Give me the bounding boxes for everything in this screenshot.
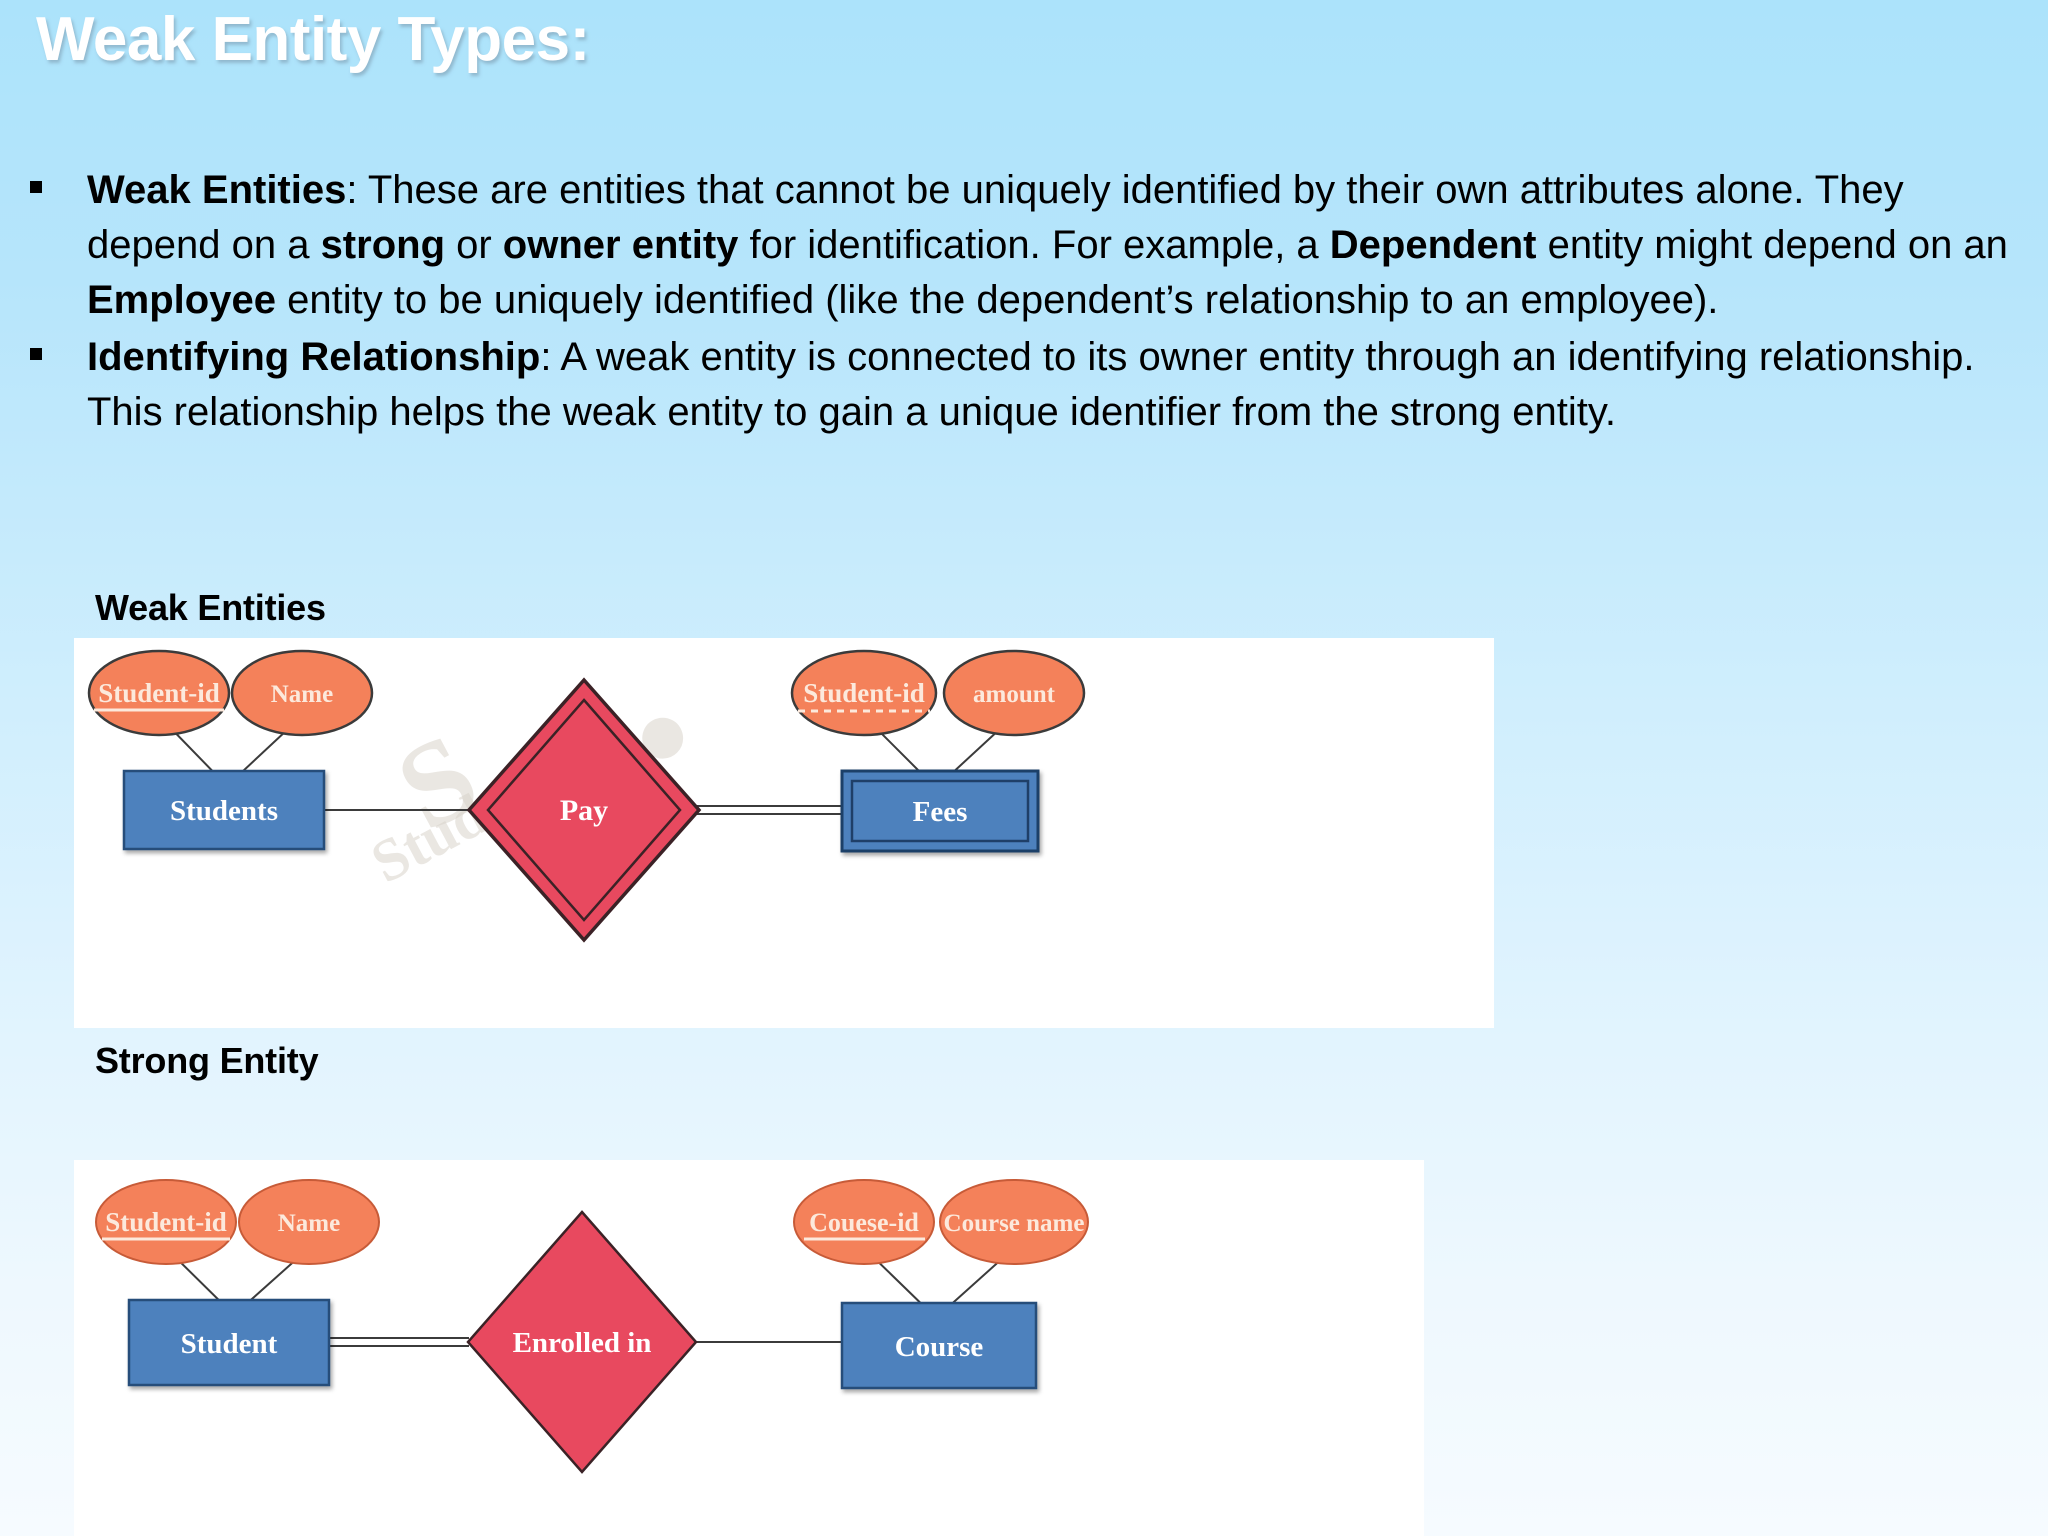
entity-student: Student (127, 1298, 331, 1387)
section-caption-weak-entities: Weak Entities (95, 587, 326, 628)
attribute-student-id: Student-id (95, 1179, 237, 1265)
attribute-label: Student-id (803, 678, 925, 708)
attribute-label: Name (278, 1210, 340, 1237)
attribute-label: Name (271, 681, 333, 708)
bullet-list: Weak Entities: These are entities that c… (0, 163, 2010, 442)
attribute-label: amount (973, 681, 1056, 708)
entity-label: Course (895, 1331, 984, 1363)
entity-course: Course (840, 1301, 1038, 1390)
entity-label: Students (170, 795, 278, 827)
entity-label: Student (181, 1328, 278, 1360)
attribute-label: Student-id (105, 1207, 227, 1237)
relationship-label: Pay (560, 794, 608, 827)
entity-students: Students (122, 769, 326, 851)
attribute-name: Name (238, 1179, 380, 1265)
attribute-student-id: Student-id (87, 649, 231, 737)
attribute-amount: amount (942, 649, 1086, 737)
attribute-label: Student-id (98, 678, 220, 708)
bullet-text: Identifying Relationship: A weak entity … (87, 335, 1975, 434)
strong-diagram-canvas: Student-id Name Couese-id Course name St… (95, 1179, 1089, 1474)
bullet-item-identifying-relationship: Identifying Relationship: A weak entity … (0, 330, 2010, 440)
bullet-item-weak-entities: Weak Entities: These are entities that c… (0, 163, 2010, 328)
attribute-label: Couese-id (809, 1208, 919, 1237)
bullet-text: Weak Entities: These are entities that c… (87, 168, 2008, 322)
relationship-pay: Pay (466, 677, 702, 943)
attribute-student-id-partial: Student-id (790, 649, 938, 737)
page-title: Weak Entity Types: (36, 5, 590, 74)
attribute-couese-id: Couese-id (793, 1179, 935, 1265)
attribute-course-name: Course name (939, 1179, 1089, 1265)
attribute-label: Course name (944, 1210, 1085, 1237)
relationship-label: Enrolled in (513, 1327, 652, 1359)
weak-diagram-canvas: Student-id Name Student-id amount Studen… (87, 649, 1086, 943)
square-bullet-icon (30, 348, 42, 360)
relationship-enrolled-in: Enrolled in (466, 1210, 698, 1474)
entity-label: Fees (913, 796, 968, 828)
attribute-name: Name (230, 649, 374, 737)
entity-fees: Fees (840, 769, 1040, 853)
strong-entity-er-diagram: Student-id Name Couese-id Course name St… (74, 1160, 1424, 1536)
connector-pay-fees (694, 805, 842, 815)
connector-student-enrolled (330, 1337, 469, 1347)
square-bullet-icon (30, 181, 42, 193)
weak-entity-er-diagram: S ● Studocu Student-id (74, 638, 1494, 1028)
section-caption-strong-entity: Strong Entity (95, 1040, 319, 1081)
